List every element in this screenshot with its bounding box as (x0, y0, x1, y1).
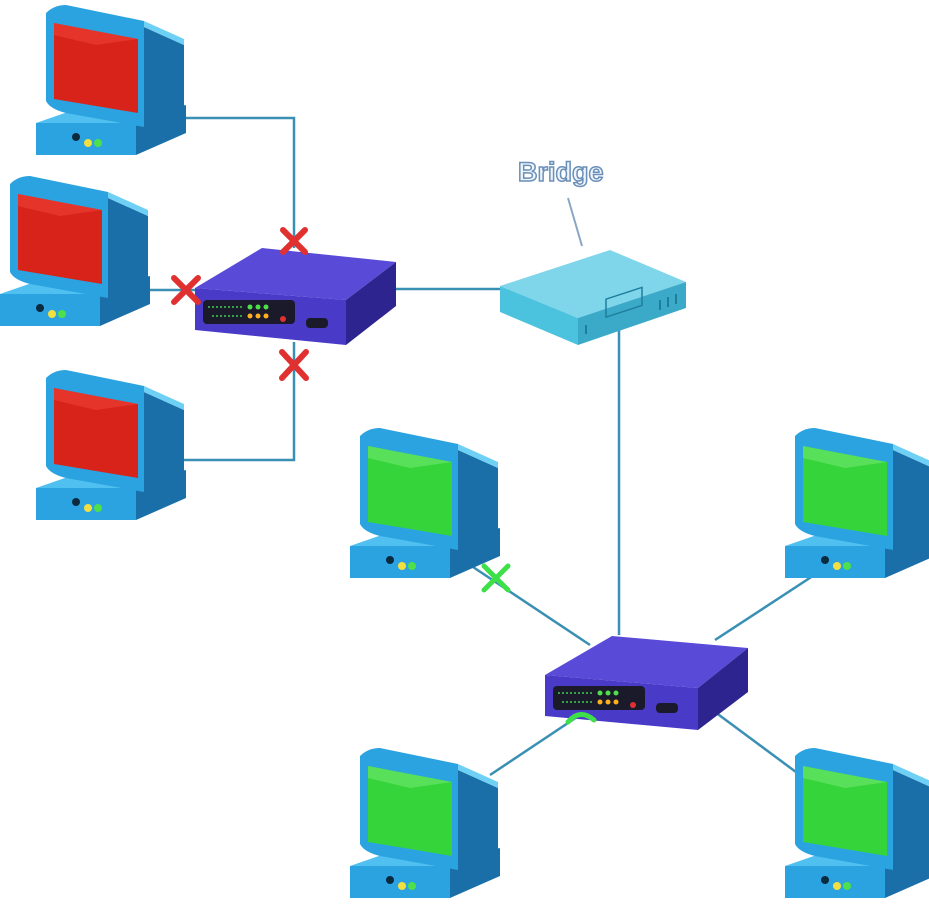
screen-collision (54, 388, 138, 478)
screen-ok (803, 766, 887, 856)
computer-left-2 (0, 176, 150, 326)
ok-markers (481, 563, 597, 725)
computer-right-4 (785, 748, 929, 898)
computer-right-3 (350, 748, 500, 898)
bridge: Bridge (500, 156, 686, 345)
bridge-icon (500, 250, 686, 345)
screen-ok (368, 766, 452, 856)
screen-ok (368, 446, 452, 536)
computer-left-3 (36, 370, 186, 520)
link-pc3-hub1 (172, 342, 296, 462)
screen-ok (803, 446, 887, 536)
computer-left-1 (36, 5, 186, 155)
bridge-label: Bridge (518, 157, 604, 187)
screen-collision (54, 23, 138, 113)
ok-x-icon (565, 712, 597, 725)
bridge-label-leader (567, 197, 583, 247)
hub-icon (195, 248, 396, 345)
links (145, 116, 826, 777)
link-pc6-hub2 (489, 713, 581, 777)
collision-markers (171, 227, 309, 381)
computer-right-1 (350, 428, 500, 578)
link-pc7-hub2 (714, 710, 801, 777)
collision-x-icon (280, 227, 308, 255)
link-pc4-hub2 (469, 563, 591, 647)
ok-x-icon (481, 563, 511, 593)
collision-x-icon (171, 275, 201, 305)
collision-x-icon (279, 349, 309, 381)
link-pc5-hub2 (714, 566, 826, 642)
hub-icon (545, 636, 748, 730)
link-pc1-hub1 (180, 116, 296, 248)
computer-right-2 (785, 428, 929, 578)
hub-left (195, 248, 396, 345)
screen-collision (18, 194, 102, 284)
hub-right (545, 636, 748, 730)
